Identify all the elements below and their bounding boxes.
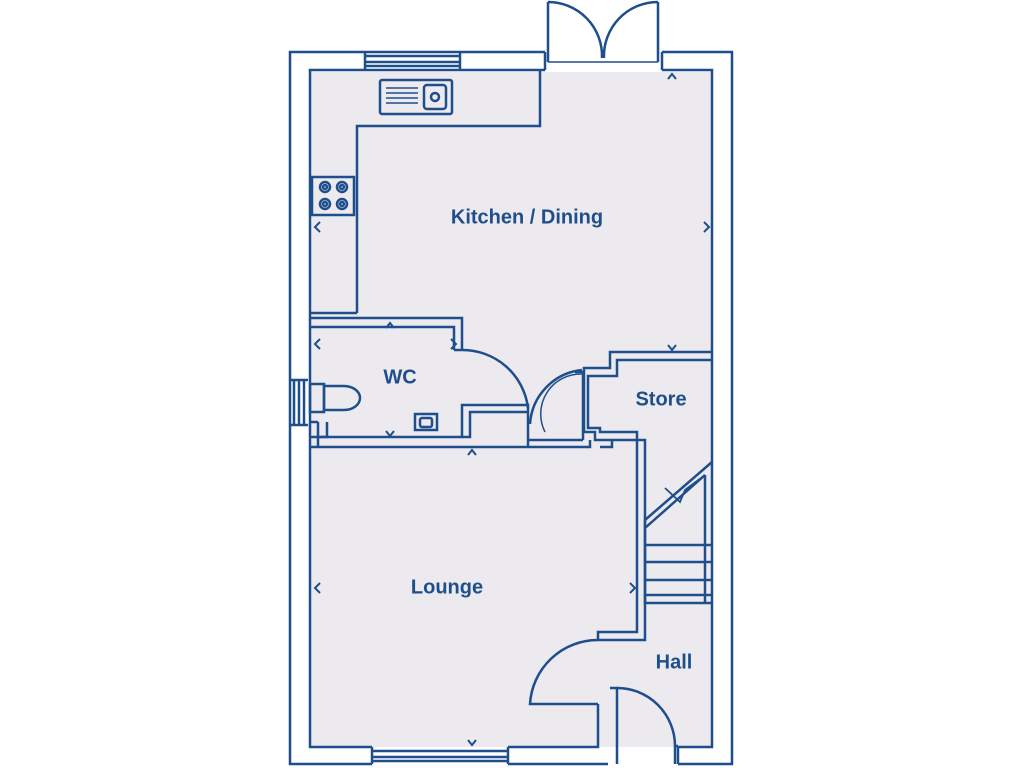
lounge-window: [372, 749, 508, 763]
room-label-kitchen-dining: Kitchen / Dining: [450, 206, 604, 229]
room-label-lounge: Lounge: [410, 576, 484, 599]
room-label-store: Store: [635, 388, 687, 411]
kitchen-window: [363, 52, 462, 70]
kitchen-worktop: [310, 70, 542, 315]
floor-area: [310, 72, 712, 747]
lounge-door: [528, 638, 600, 712]
wc-walls: [310, 316, 530, 449]
room-label-wc: WC: [383, 366, 417, 389]
stairs: [643, 461, 713, 605]
dimension-markers: [313, 72, 711, 747]
wc-window: [290, 378, 308, 427]
front-door: [610, 686, 678, 764]
room-label-hall: Hall: [655, 651, 693, 674]
basin-icon: [413, 412, 439, 432]
wc-door: [461, 348, 530, 409]
sink-icon: [378, 78, 454, 116]
hob-icon: [310, 175, 356, 217]
toilet-icon: [308, 382, 362, 414]
store-door: [528, 368, 585, 440]
french-doors: [546, 0, 660, 63]
